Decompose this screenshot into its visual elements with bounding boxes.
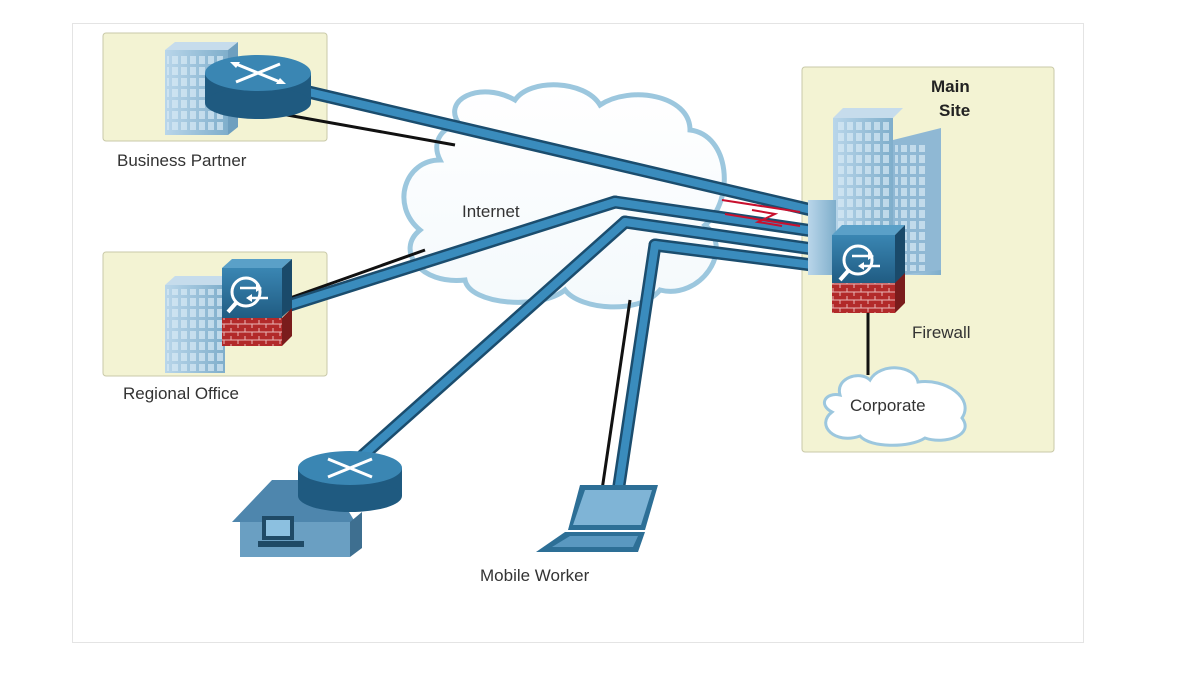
home-router-icon [298,451,402,512]
firewall-label: Firewall [912,323,971,342]
mobile-worker-label: Mobile Worker [480,566,590,585]
regional-office-building-icon [165,276,235,373]
vpn-zigzag-icon [721,199,801,227]
regional-office-label: Regional Office [123,384,239,403]
regional-office-firewall-icon [222,259,292,346]
laptop-icon [536,485,658,552]
internet-cloud-icon [401,82,727,310]
home-office-icon [232,480,362,557]
main-site-label-line2: Site [939,101,970,120]
internet-label: Internet [462,202,520,221]
main-site-firewall-icon [832,225,905,313]
business-partner-router-icon [205,55,311,119]
corporate-cloud-icon [822,366,967,447]
business-partner-label: Business Partner [117,151,247,170]
main-site-label-line1: Main [931,77,970,96]
corporate-label: Corporate [850,396,926,415]
vpn-tunnels [283,83,827,499]
